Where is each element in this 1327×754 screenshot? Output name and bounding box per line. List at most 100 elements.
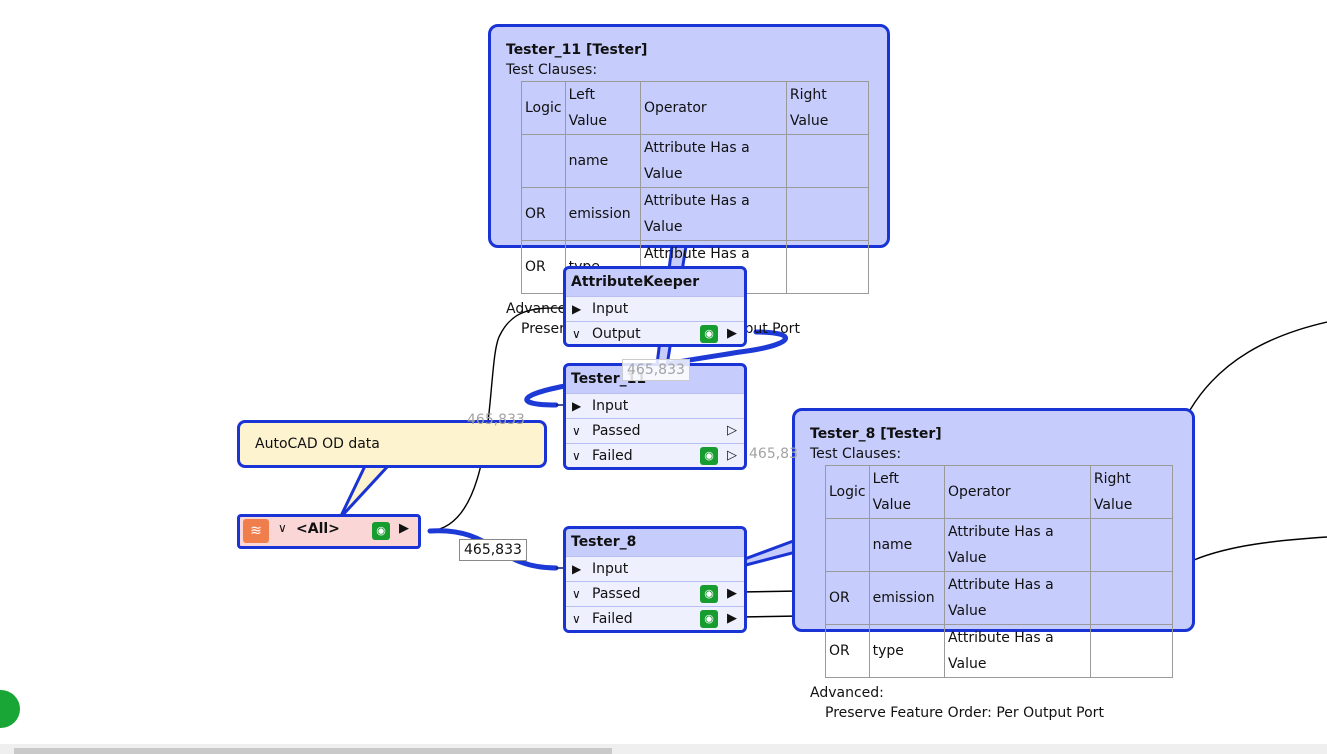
tester11-advanced-label: Advanced: <box>506 301 580 317</box>
cell-logic: OR <box>521 187 566 241</box>
note-pointer <box>338 464 392 520</box>
cell-right-value <box>1089 571 1174 625</box>
cell-logic: OR <box>825 624 870 678</box>
tester11-node[interactable]: Tester_11 ▶ Input ∨ Passed ▷ ∨ Failed ◉ … <box>563 363 747 470</box>
cell-operator: Attribute Has a Value <box>640 134 787 188</box>
filled-arrow-icon[interactable]: ▶ <box>727 611 737 626</box>
table-header-row: Logic Left Value Operator Right Value <box>521 81 870 135</box>
cell-right-value <box>785 240 870 294</box>
chevron-down-icon[interactable]: ∨ <box>572 587 581 601</box>
cell-operator: Attribute Has a Value <box>640 187 787 241</box>
attributekeeper-title: AttributeKeeper <box>571 274 700 290</box>
cell-left-value: name <box>564 134 642 188</box>
attributekeeper-input-port[interactable]: ▶ Input <box>566 296 744 321</box>
filled-arrow-icon: ▶ <box>572 562 582 576</box>
cell-logic <box>521 134 566 188</box>
feature-count-reader-to-keeper[interactable]: 465,833 <box>467 412 525 428</box>
cell-left-value: emission <box>868 571 946 625</box>
wire-tester8-passed[interactable] <box>739 590 801 593</box>
attributekeeper-output-port[interactable]: ∨ Output ◉ ▶ <box>566 321 744 344</box>
tester8-clauses-label: Test Clauses: <box>810 446 902 462</box>
feature-count-keeper-out[interactable]: 465,833 <box>622 359 690 381</box>
reader-label: <All> <box>296 521 340 537</box>
cell-left-value: emission <box>564 187 642 241</box>
feature-count-tester11-failed[interactable]: 465,83 <box>749 446 798 462</box>
table-row: name Attribute Has a Value <box>521 134 870 188</box>
open-arrow-icon[interactable]: ▷ <box>727 448 737 463</box>
chevron-down-icon[interactable]: ∨ <box>572 612 581 626</box>
filled-arrow-icon[interactable]: ▶ <box>399 521 409 536</box>
cell-operator: Attribute Has a Value <box>944 518 1091 572</box>
header-operator: Operator <box>944 465 1091 519</box>
tester11-failed-port[interactable]: ∨ Failed ◉ ▷ <box>566 443 744 467</box>
tester11-input-label: Input <box>592 398 629 414</box>
chevron-down-icon[interactable]: ∨ <box>572 424 581 438</box>
table-row: OR type Attribute Has a Value <box>825 624 1174 678</box>
autocad-note[interactable]: AutoCAD OD data <box>237 420 547 468</box>
status-indicator[interactable] <box>0 690 20 728</box>
tester8-clauses-table: Logic Left Value Operator Right Value na… <box>825 465 1174 678</box>
tester8-failed-label: Failed <box>592 611 633 627</box>
tester8-passed-port[interactable]: ∨ Passed ◉ ▶ <box>566 581 744 606</box>
cell-logic: OR <box>825 571 870 625</box>
tester8-input-label: Input <box>592 561 629 577</box>
tester11-clauses-label: Test Clauses: <box>506 62 598 78</box>
cell-right-value <box>1089 624 1174 678</box>
scrollbar-thumb[interactable] <box>14 748 612 754</box>
autocad-note-text: AutoCAD OD data <box>255 436 380 452</box>
reader-node[interactable]: ≋ ∨ <All> ◉ ▶ <box>237 514 421 549</box>
horizontal-scrollbar[interactable] <box>0 744 1327 754</box>
cell-left-value: type <box>868 624 946 678</box>
wire-tester8-failed[interactable] <box>739 615 801 618</box>
tester11-annotation[interactable]: Tester_11 [Tester] Test Clauses: Logic L… <box>488 24 890 337</box>
cell-logic <box>825 518 870 572</box>
tester8-advanced-label: Advanced: <box>810 685 884 701</box>
filled-arrow-icon: ▶ <box>572 399 582 413</box>
layers-icon: ≋ <box>243 519 269 543</box>
wire-offscreen-upper[interactable] <box>1189 321 1327 411</box>
header-left-value: Left Value <box>564 81 642 135</box>
eye-icon[interactable]: ◉ <box>700 447 718 465</box>
attributekeeper-output-label: Output <box>592 326 641 342</box>
table-header-row: Logic Left Value Operator Right Value <box>825 465 1174 519</box>
chevron-down-icon[interactable]: ∨ <box>278 521 287 535</box>
tester11-clauses-table: Logic Left Value Operator Right Value na… <box>521 81 870 294</box>
tester11-failed-label: Failed <box>592 448 633 464</box>
tester8-annotation[interactable]: Tester_8 [Tester] Test Clauses: Logic Le… <box>792 408 1195 721</box>
tester8-annotation-pointer <box>740 537 798 568</box>
cell-right-value <box>1089 518 1174 572</box>
header-right-value: Right Value <box>785 81 870 135</box>
open-arrow-icon[interactable]: ▷ <box>727 423 737 438</box>
table-row: name Attribute Has a Value <box>825 518 1174 572</box>
chevron-down-icon[interactable]: ∨ <box>572 327 581 341</box>
chevron-down-icon[interactable]: ∨ <box>572 449 581 463</box>
eye-icon[interactable]: ◉ <box>700 585 718 603</box>
cell-operator: Attribute Has a Value <box>944 571 1091 625</box>
attributekeeper-node[interactable]: AttributeKeeper ▶ Input ∨ Output ◉ ▶ <box>563 266 747 347</box>
feature-count-reader-out[interactable]: 465,833 <box>459 539 527 561</box>
filled-arrow-icon[interactable]: ▶ <box>727 326 737 341</box>
tester8-failed-port[interactable]: ∨ Failed ◉ ▶ <box>566 606 744 630</box>
header-logic: Logic <box>521 81 566 135</box>
tester8-input-port[interactable]: ▶ Input <box>566 556 744 581</box>
cell-logic: OR <box>521 240 566 294</box>
eye-icon[interactable]: ◉ <box>372 522 390 540</box>
eye-icon[interactable]: ◉ <box>700 325 718 343</box>
tester11-annotation-title: Tester_11 [Tester] <box>506 42 648 58</box>
wire-offscreen-lower[interactable] <box>1193 536 1327 561</box>
table-row: OR emission Attribute Has a Value <box>521 187 870 241</box>
table-row: OR emission Attribute Has a Value <box>825 571 1174 625</box>
filled-arrow-icon: ▶ <box>572 302 582 316</box>
cell-right-value <box>785 187 870 241</box>
eye-icon[interactable]: ◉ <box>700 610 718 628</box>
tester11-passed-label: Passed <box>592 423 641 439</box>
tester8-node[interactable]: Tester_8 ▶ Input ∨ Passed ◉ ▶ ∨ Failed ◉… <box>563 526 747 633</box>
header-logic: Logic <box>825 465 870 519</box>
header-right-value: Right Value <box>1089 465 1174 519</box>
tester8-node-title: Tester_8 <box>571 534 637 550</box>
tester11-input-port[interactable]: ▶ Input <box>566 393 744 418</box>
tester11-passed-port[interactable]: ∨ Passed ▷ <box>566 418 744 443</box>
filled-arrow-icon[interactable]: ▶ <box>727 586 737 601</box>
cell-right-value <box>785 134 870 188</box>
attributekeeper-input-label: Input <box>592 301 629 317</box>
